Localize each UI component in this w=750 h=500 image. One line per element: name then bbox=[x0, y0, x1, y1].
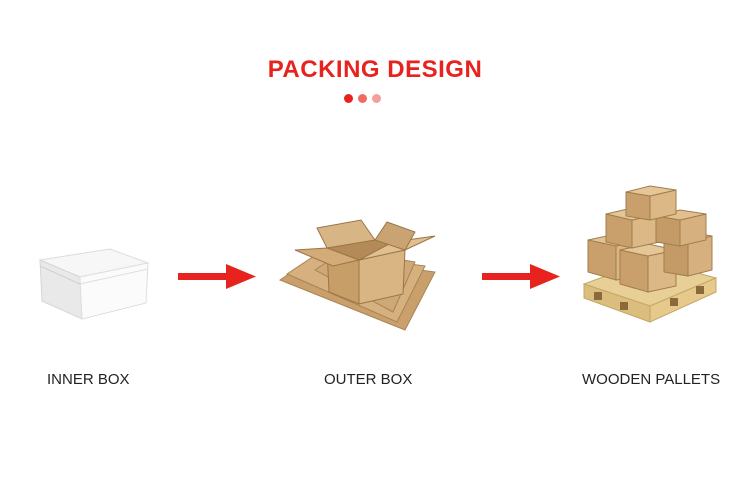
page-title: PACKING DESIGN bbox=[267, 56, 483, 83]
step-label-inner-box: INNER BOX bbox=[47, 371, 130, 388]
title-dots bbox=[344, 94, 381, 103]
arrow-right-icon bbox=[178, 264, 256, 289]
inner-box-image bbox=[38, 248, 150, 320]
dot-3 bbox=[372, 94, 381, 103]
pallet-image bbox=[582, 185, 718, 323]
outer-box-image bbox=[278, 219, 436, 331]
dot-1 bbox=[344, 94, 353, 103]
dot-2 bbox=[358, 94, 367, 103]
arrow-right-icon bbox=[482, 264, 560, 289]
step-label-outer-box: OUTER BOX bbox=[324, 371, 413, 388]
step-label-wooden-pallets: WOODEN PALLETS bbox=[582, 371, 721, 388]
